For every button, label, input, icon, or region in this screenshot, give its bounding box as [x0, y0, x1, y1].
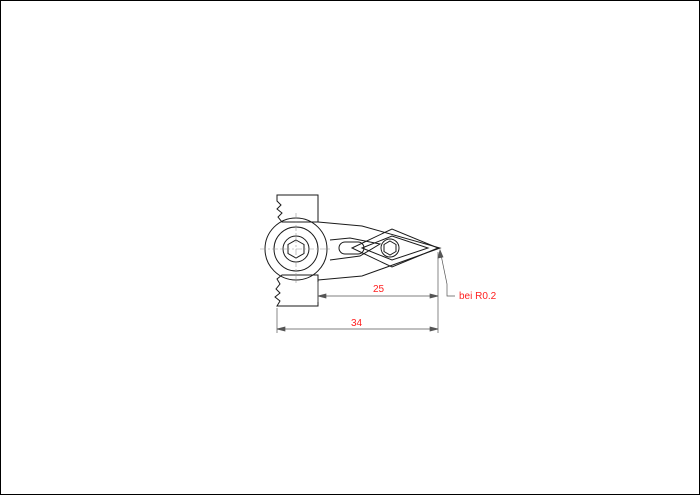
radius-leader — [439, 249, 455, 297]
tool-holder-drawing — [260, 194, 442, 307]
radius-leader-arrow — [437, 248, 444, 259]
arrow-25-left — [317, 293, 327, 299]
arrow-34-right — [429, 326, 439, 332]
insert-screw-hex — [383, 240, 397, 256]
arrow-34-left — [276, 326, 286, 332]
insert-outline — [350, 228, 440, 268]
holder-shank — [317, 221, 442, 281]
insert-inner — [360, 235, 430, 261]
clamp-body-top — [276, 194, 319, 223]
radius-note: bei R0.2 — [459, 291, 497, 302]
dim-text-25: 25 — [373, 284, 385, 295]
insert-screw — [380, 238, 400, 258]
arrow-25-right — [429, 293, 439, 299]
dim-text-34: 34 — [351, 318, 363, 329]
dimensions — [276, 248, 455, 333]
holder-shank-inner — [329, 237, 382, 261]
